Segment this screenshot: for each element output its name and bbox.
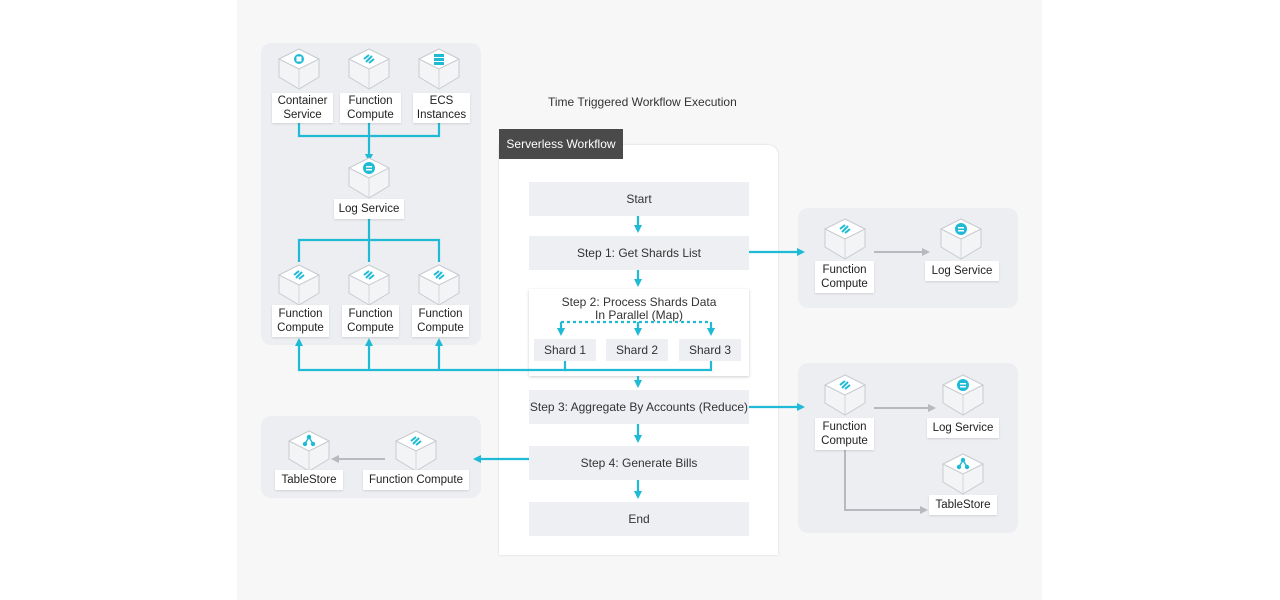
tablestore-label: TableStore bbox=[275, 470, 343, 490]
tablestore-icon bbox=[941, 453, 985, 495]
function-compute-icon bbox=[347, 264, 391, 306]
step-1: Step 1: Get Shards List bbox=[529, 236, 749, 270]
function-compute-icon bbox=[347, 48, 391, 90]
tablestore-label: TableStore bbox=[929, 495, 997, 515]
container-service-label: Container Service bbox=[272, 93, 333, 123]
step-3: Step 3: Aggregate By Accounts (Reduce) bbox=[529, 390, 749, 424]
function-compute-label: Function Compute bbox=[272, 305, 329, 337]
log-service-label: Log Service bbox=[334, 199, 404, 219]
function-compute-label: Function Compute bbox=[412, 305, 469, 337]
log-service-label: Log Service bbox=[925, 261, 999, 281]
workflow-tab: Serverless Workflow bbox=[499, 129, 623, 159]
shard-3: Shard 3 bbox=[679, 339, 741, 361]
shard-1: Shard 1 bbox=[534, 339, 596, 361]
step-start: Start bbox=[529, 182, 749, 216]
function-compute-label: Function Compute bbox=[815, 418, 874, 450]
shard-2: Shard 2 bbox=[606, 339, 668, 361]
container-service-icon bbox=[277, 48, 321, 90]
log-service-label: Log Service bbox=[927, 418, 999, 438]
function-compute-label: Function Compute bbox=[342, 305, 399, 337]
ecs-instances-label: ECS Instances bbox=[413, 93, 470, 123]
function-compute-icon bbox=[823, 218, 867, 260]
function-compute-label: Function Compute bbox=[340, 93, 401, 123]
diagram-title: Time Triggered Workflow Execution bbox=[548, 95, 737, 109]
function-compute-icon bbox=[417, 264, 461, 306]
step-2-title: Step 2: Process Shards Data In Parallel … bbox=[561, 295, 717, 322]
function-compute-icon bbox=[277, 264, 321, 306]
step-end: End bbox=[529, 502, 749, 536]
tablestore-icon bbox=[287, 430, 331, 472]
function-compute-label: Function Compute bbox=[815, 261, 874, 293]
step-4: Step 4: Generate Bills bbox=[529, 446, 749, 480]
function-compute-icon bbox=[823, 374, 867, 416]
log-service-icon bbox=[939, 218, 983, 260]
log-service-icon bbox=[941, 374, 985, 416]
ecs-instances-icon bbox=[417, 48, 461, 90]
log-service-icon bbox=[347, 157, 391, 199]
function-compute-label: Function Compute bbox=[363, 470, 469, 490]
function-compute-icon bbox=[394, 430, 438, 472]
